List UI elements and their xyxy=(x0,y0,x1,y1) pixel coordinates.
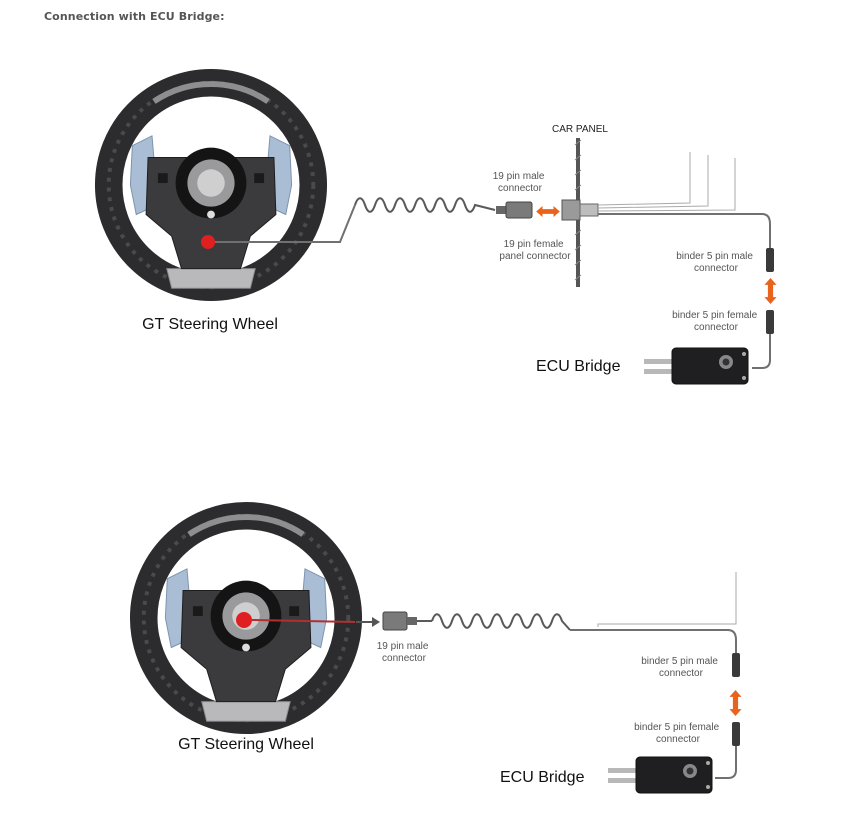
harness-wire xyxy=(597,572,737,627)
coiled-cable xyxy=(354,197,496,213)
female-19pin-panel-connector-icon xyxy=(561,199,581,221)
binder-female-connector-icon xyxy=(732,722,740,746)
page-heading: Connection with ECU Bridge: xyxy=(44,10,225,23)
binder-male-connector-icon xyxy=(732,653,740,677)
ecu-caption: ECU Bridge xyxy=(500,769,585,786)
binder-cable xyxy=(570,629,737,655)
wheel-connector-marker xyxy=(236,612,252,628)
male-19pin-label: 19 pin male connector xyxy=(493,171,547,194)
coiled-cable xyxy=(431,613,571,631)
binder-female-label: binder 5 pin female connector xyxy=(634,722,722,745)
male-19pin-plug-body xyxy=(496,206,506,214)
wheel-connector-marker xyxy=(201,235,215,249)
binder-male-connector-icon xyxy=(766,248,774,272)
binder-cable xyxy=(598,213,771,250)
wheel-caption: GT Steering Wheel xyxy=(178,736,314,753)
male-19pin-label: 19 pin male connector xyxy=(377,641,431,664)
pointer-arrow-icon xyxy=(372,617,380,627)
connect-arrow-icon xyxy=(764,278,777,304)
male-19pin-connector-icon xyxy=(505,201,533,219)
male-19pin-connector-icon xyxy=(382,611,408,631)
ecu-bridge-device-image xyxy=(607,756,713,794)
car-panel-label: CAR PANEL xyxy=(552,124,608,135)
diagram-panel-connection: CAR PANEL 19 pin male connector 19 pin f… xyxy=(109,83,777,385)
ecu-caption: ECU Bridge xyxy=(536,358,621,375)
steering-wheel-image xyxy=(109,83,314,289)
wheel-caption: GT Steering Wheel xyxy=(142,316,278,333)
ecu-cable xyxy=(752,334,771,369)
wheel-cable xyxy=(215,204,356,243)
binder-male-label: binder 5 pin male connector xyxy=(676,251,756,274)
binder-female-label: binder 5 pin female connector xyxy=(672,310,760,333)
wheel-cable xyxy=(251,619,356,623)
connect-arrow-icon xyxy=(536,206,560,217)
female-19pin-label: 19 pin female panel connector xyxy=(499,239,571,262)
connect-arrow-icon xyxy=(729,690,742,716)
ecu-cable xyxy=(715,746,737,779)
binder-female-connector-icon xyxy=(766,310,774,334)
diagram-direct-connection: 19 pin male connector binder 5 pin male … xyxy=(144,516,742,794)
ecu-bridge-device-image xyxy=(643,347,749,385)
binder-male-label: binder 5 pin male connector xyxy=(641,656,721,679)
harness-wires xyxy=(597,152,736,212)
